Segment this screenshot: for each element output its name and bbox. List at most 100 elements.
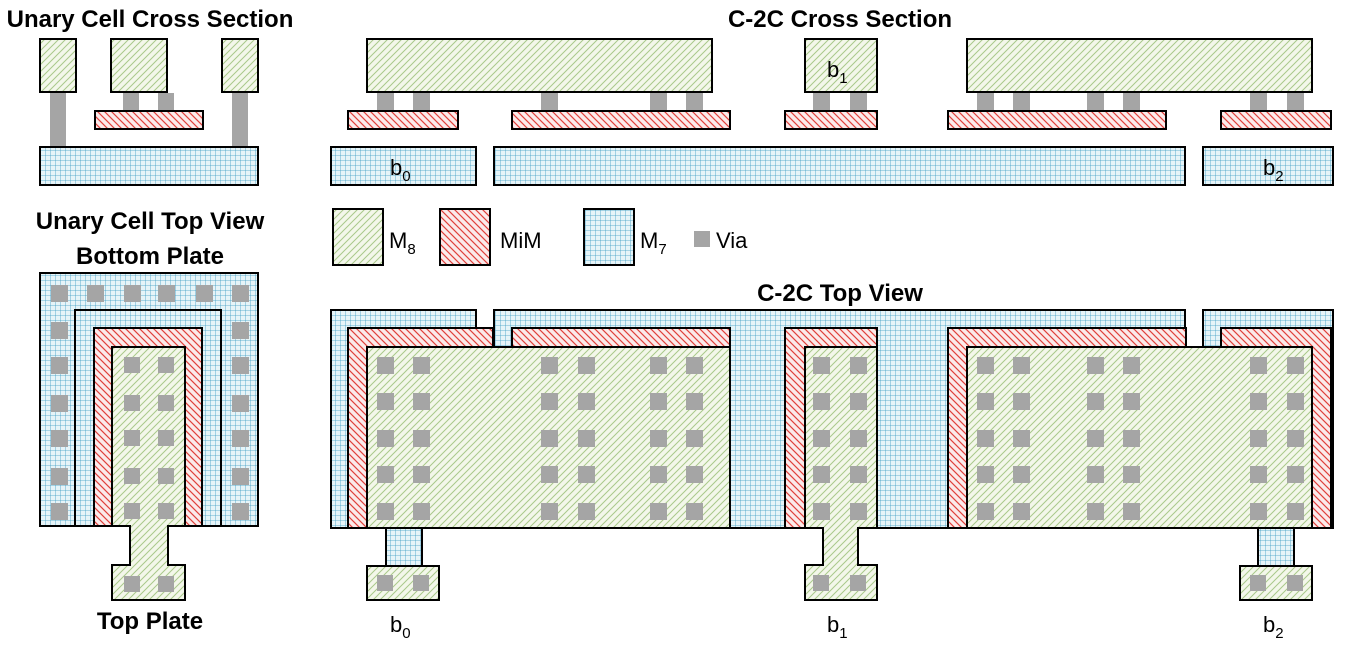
via-square-102 <box>377 503 394 520</box>
c2c-top-via-pad-151 <box>413 575 429 591</box>
via-square-138 <box>1087 466 1104 483</box>
via-square-63 <box>124 503 140 519</box>
via-square-133 <box>1123 430 1140 447</box>
via-square-95 <box>686 430 703 447</box>
via-square-47 <box>51 395 68 412</box>
via-square-146 <box>1250 503 1267 520</box>
via-square-141 <box>1287 466 1304 483</box>
via-square-64 <box>158 503 174 519</box>
via-square-50 <box>232 430 249 447</box>
via-square-62 <box>158 468 174 484</box>
legend-m7-swatch <box>583 208 635 266</box>
via-square-145 <box>1123 503 1140 520</box>
via-square-58 <box>158 395 174 411</box>
via-square-106 <box>650 503 667 520</box>
legend-m7-base: M <box>640 228 658 253</box>
c2c-top-m7-tab-b2-154 <box>1257 527 1295 567</box>
unary-cross-via-3 <box>123 93 139 110</box>
via-square-118 <box>977 357 994 374</box>
via-square-43 <box>51 322 68 339</box>
legend-via-label: Via <box>716 228 748 253</box>
c2c-cross-via-30 <box>1123 93 1140 110</box>
c2c-cross-m7-b0-9 <box>330 146 477 186</box>
unary-cross-via-tall-8 <box>232 93 248 146</box>
cross-bit-b0-base: b <box>390 155 402 180</box>
c2c-top-via-pad-157 <box>1287 575 1303 591</box>
via-square-139 <box>1123 466 1140 483</box>
via-square-134 <box>1250 430 1267 447</box>
c2c-cross-via-26 <box>850 93 867 110</box>
via-square-117 <box>850 503 867 520</box>
via-square-144 <box>1087 503 1104 520</box>
via-square-60 <box>158 430 174 446</box>
via-square-44 <box>232 322 249 339</box>
c2c-cross-mim-14 <box>784 110 878 130</box>
legend-m8-base: M <box>389 228 407 253</box>
via-square-37 <box>51 285 68 302</box>
via-square-137 <box>1013 466 1030 483</box>
via-square-86 <box>541 393 558 410</box>
via-square-103 <box>413 503 430 520</box>
via-square-129 <box>1287 393 1304 410</box>
legend-mim-swatch <box>439 208 491 266</box>
cross-bit-b0-sub: 0 <box>402 168 410 185</box>
via-square-100 <box>650 466 667 483</box>
via-square-56 <box>158 357 174 373</box>
top-bit-b0-base: b <box>390 612 402 637</box>
via-square-93 <box>578 430 595 447</box>
c2c-cross-mim-13 <box>511 110 731 130</box>
via-square-46 <box>232 357 249 374</box>
via-square-59 <box>124 430 140 446</box>
via-square-54 <box>232 503 249 520</box>
unary-cross-m8-left-5 <box>39 38 77 93</box>
layout-shapes <box>39 38 1334 601</box>
cross-bit-b0: b0 <box>390 155 411 185</box>
via-square-49 <box>51 430 68 447</box>
unary-cross-via-tall-7 <box>50 93 66 146</box>
cross-bit-b1-sub: 1 <box>839 70 847 87</box>
c2c-top-via-pad-153 <box>850 575 866 591</box>
unary-cross-m8-top-2 <box>110 38 168 93</box>
via-square-120 <box>1087 357 1104 374</box>
c2c-top-via-pad-150 <box>377 575 393 591</box>
via-square-105 <box>578 503 595 520</box>
c2c-top-view-title: C-2C Top View <box>757 280 923 307</box>
c2c-top-via-pad-156 <box>1250 575 1266 591</box>
via-square-115 <box>850 466 867 483</box>
c2c-cross-mim-15 <box>947 110 1167 130</box>
via-square-110 <box>813 393 830 410</box>
via-square-38 <box>87 285 104 302</box>
via-square-80 <box>541 357 558 374</box>
via-square-121 <box>1123 357 1140 374</box>
c2c-cross-m8-left-17 <box>366 38 713 93</box>
c2c-top-m8-b1-77 <box>804 346 878 601</box>
cross-bit-b1-base: b <box>827 57 839 82</box>
via-square-116 <box>813 503 830 520</box>
cross-bit-b2-sub: 2 <box>1275 168 1283 185</box>
unary-top-via-bottom-65 <box>124 576 140 592</box>
via-square-147 <box>1287 503 1304 520</box>
c2c-cross-mim-12 <box>347 110 459 130</box>
via-square-125 <box>1013 393 1030 410</box>
c2c-cross-via-21 <box>413 93 430 110</box>
via-square-98 <box>541 466 558 483</box>
via-square-42 <box>232 285 249 302</box>
c2c-cross-via-32 <box>1287 93 1304 110</box>
via-square-89 <box>686 393 703 410</box>
top-bit-b1-base: b <box>827 612 839 637</box>
legend-m7-label: M7 <box>640 228 667 258</box>
via-square-91 <box>413 430 430 447</box>
via-square-94 <box>650 430 667 447</box>
unary-top-view-title: Unary Cell Top View <box>36 208 265 235</box>
c2c-cross-via-22 <box>541 93 558 110</box>
via-square-52 <box>232 468 249 485</box>
top-bit-b0-sub: 0 <box>402 625 410 642</box>
legend-m7-sub: 7 <box>658 241 666 258</box>
via-square-41 <box>196 285 213 302</box>
via-square-51 <box>51 468 68 485</box>
top-bit-b1: b1 <box>827 612 848 642</box>
legend-m8-swatch <box>332 208 384 266</box>
c2c-cross-via-29 <box>1087 93 1104 110</box>
c2c-cross-m7-b2-11 <box>1202 146 1334 186</box>
via-square-142 <box>977 503 994 520</box>
